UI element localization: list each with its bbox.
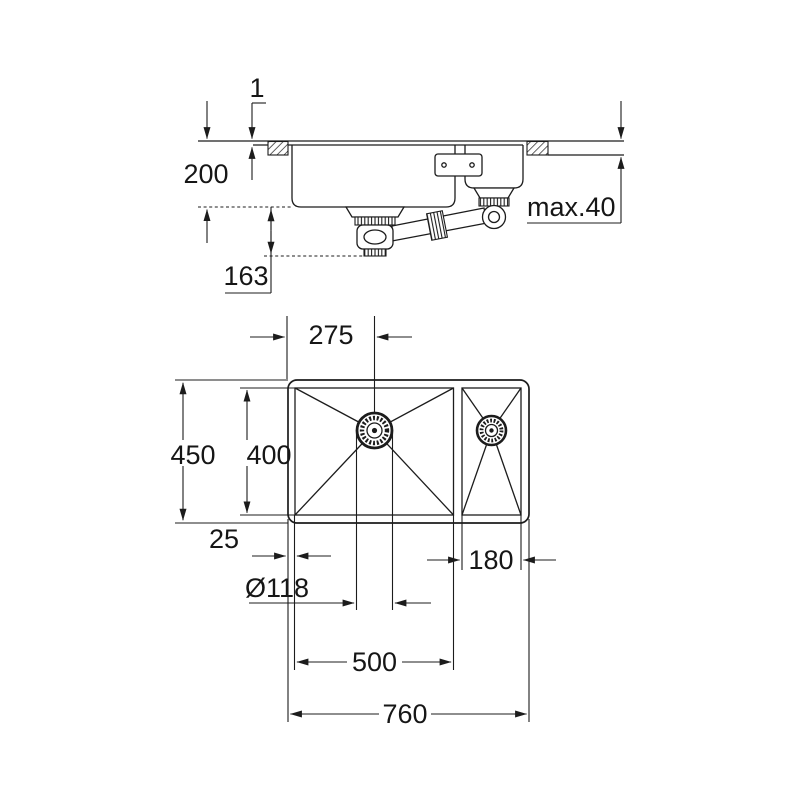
dimension-drain-diameter: Ø118: [245, 573, 431, 607]
dimension-rim-height: 1: [248, 73, 266, 180]
small-drain-ball-opening: [487, 210, 501, 224]
main-drain-nut: [354, 216, 396, 226]
bracket-screw-left: [441, 162, 447, 168]
dim-label-drain-diameter: Ø118: [245, 573, 309, 603]
dimension-small-bowl-width: 180: [427, 515, 556, 575]
main-drain-trap-body: [356, 224, 394, 250]
main-drain-trap-opening: [363, 229, 387, 245]
dimension-bowl-depth: 200: [183, 101, 229, 243]
dim-label-edge-margin: 25: [209, 524, 239, 554]
main-drain-flange: [344, 206, 406, 218]
main-drain-outlet: [363, 248, 387, 257]
small-drain-ball-trap: [481, 204, 507, 230]
dim-label-bowl-depth: 200: [183, 159, 228, 189]
side-elevation-view: 1 200 163 max.40: [183, 73, 625, 294]
plan-view: 450 400 275 25 180: [170, 316, 556, 729]
dimension-drain-center-offset: 275: [250, 316, 412, 379]
dim-label-rim-height: 1: [249, 73, 264, 103]
worktop-hatch-right: [526, 140, 549, 156]
small-drain-nut: [478, 197, 510, 207]
dim-label-max-counter: max.40: [527, 192, 616, 222]
dim-label-siphon-height: 163: [223, 261, 268, 291]
bracket-screw-right: [469, 162, 475, 168]
small-bowl-outline: [461, 387, 522, 516]
main-bowl-profile: [291, 145, 456, 208]
mounting-bracket: [434, 153, 483, 177]
pipe-coupling-nut: [425, 210, 449, 241]
main-drain-plan: [355, 411, 394, 450]
dimension-main-bowl-width: 500: [293, 515, 455, 677]
small-bowl-slope-lines: [461, 387, 522, 516]
dim-label-main-bowl-width: 500: [352, 647, 397, 677]
dimension-overall-width: 760: [287, 519, 530, 729]
small-drain-plan: [475, 414, 508, 447]
dim-label-overall-width: 760: [382, 699, 427, 729]
dim-label-inner-bowl-depth: 400: [246, 440, 291, 470]
small-drain-flange: [472, 187, 516, 199]
dimension-edge-margin: 25: [209, 524, 331, 560]
dimension-inner-bowl-depth: 400: [243, 389, 292, 514]
dimension-max-counter-thickness: max.40: [527, 101, 625, 224]
dim-label-small-bowl-width: 180: [468, 545, 513, 575]
dim-label-outer-depth: 450: [170, 440, 215, 470]
dimension-outer-depth: 450: [170, 382, 216, 521]
sink-outer-outline: [287, 379, 530, 524]
worktop-hatch-left: [267, 140, 289, 156]
dim-label-drain-center-offset: 275: [308, 320, 353, 350]
dimension-siphon-height: 163: [223, 207, 275, 294]
